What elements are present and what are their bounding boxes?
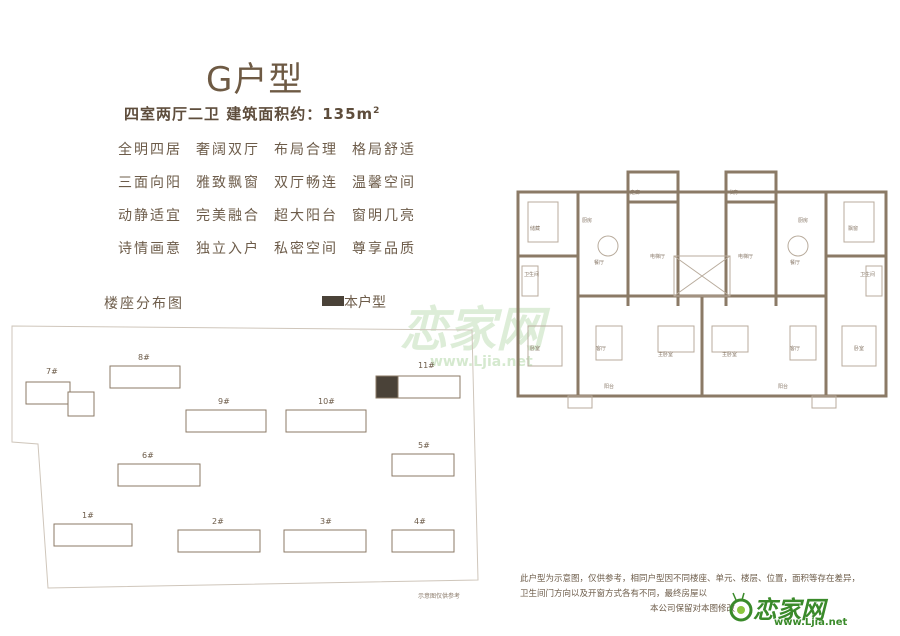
building-9: 9# [185, 397, 267, 433]
feature-item: 私密空间 [274, 241, 338, 257]
feature-item: 全明四居 [118, 142, 182, 158]
building-1-label: 1# [82, 511, 94, 520]
snail-logo-icon [729, 592, 753, 622]
feature-item: 完美融合 [196, 208, 260, 224]
building-1: 1# [53, 511, 133, 547]
feature-row-3: 动静适宜完美融合超大阳台窗明几亮 [118, 205, 430, 225]
room-bedroom2-right: 卧室 [854, 345, 864, 352]
disclaimer-line: 本公司保留对本图修改 [650, 604, 736, 614]
room-elevator-right: 电梯厅 [738, 253, 753, 260]
room-bedroom2-left: 卧室 [530, 345, 540, 352]
feature-item: 雅致飘窗 [196, 175, 260, 191]
subtitle-unit-sup: 2 [373, 106, 381, 116]
building-6: 6# [117, 451, 201, 487]
feature-row-2: 三面向阳雅致飘窗双厅畅连温馨空间 [118, 172, 430, 192]
building-6-label: 6# [142, 451, 154, 460]
legend-swatch [322, 296, 344, 306]
feature-item: 尊享品质 [352, 241, 416, 257]
disclaimer: 此户型为示意图，仅供参考，相同户型因不同楼座、单元、楼层、位置，面积等存在差异，… [520, 572, 886, 617]
room-bath-left: 卫生间 [524, 271, 539, 278]
watermark-url: www.Ljia.net [430, 354, 533, 370]
room-corridor-left: 走廊 [630, 189, 640, 196]
floor-plan: 餐厅 餐厅 电梯厅 电梯厅 客厅 客厅 主卧室 主卧室 卧室 卧室 阳台 阳台 … [516, 170, 888, 409]
building-10: 10# [285, 397, 367, 433]
disclaimer-line: 卫生间门方向以及开窗方式各有不同，最终房屋以 [520, 589, 708, 599]
building-8: 8# [109, 353, 181, 389]
feature-item: 窗明几亮 [352, 208, 416, 224]
room-bedroom-left: 主卧室 [658, 351, 673, 358]
disclaimer-line: 此户型为示意图，仅供参考，相同户型因不同楼座、单元、楼层、位置，面积等存在差异， [520, 574, 861, 584]
building-5: 5# [391, 441, 455, 477]
feature-item: 双厅畅连 [274, 175, 338, 191]
feature-item: 动静适宜 [118, 208, 182, 224]
building-2-label: 2# [212, 517, 224, 526]
room-living-left: 客厅 [596, 345, 606, 352]
brand-url: www.Ljia.net [774, 617, 848, 628]
feature-item: 诗情画意 [118, 241, 182, 257]
plan-title: G户型 [206, 60, 304, 100]
building-9-label: 9# [218, 397, 230, 406]
building-3: 3# [283, 517, 367, 553]
legend-label: 本户型 [344, 295, 386, 311]
brand-logo: 恋家网 [753, 596, 825, 624]
site-note: 示意图仅供参考 [418, 593, 461, 600]
building-4: 4# [391, 517, 455, 553]
building-4-label: 4# [414, 517, 426, 526]
room-kitchen-right: 厨房 [798, 217, 808, 224]
feature-item: 格局舒适 [352, 142, 416, 158]
feature-row-4: 诗情画意独立入户私密空间尊享品质 [118, 238, 430, 258]
room-balcony-right: 阳台 [778, 383, 788, 390]
subtitle-text: 四室两厅二卫 建筑面积约：135m [124, 105, 374, 123]
building-3-label: 3# [320, 517, 332, 526]
room-balcony-left: 阳台 [604, 383, 614, 390]
building-8-label: 8# [138, 353, 150, 362]
building-11: 11# [375, 361, 461, 399]
room-dining-left: 餐厅 [594, 259, 604, 266]
building-5-label: 5# [418, 441, 430, 450]
room-living-right: 客厅 [790, 345, 800, 352]
feature-item: 奢阔双厅 [196, 142, 260, 158]
room-storage-left: 储藏 [530, 225, 540, 232]
room-study-right: 书房 [728, 189, 738, 196]
feature-row-1: 全明四居奢阔双厅布局合理格局舒适 [118, 139, 430, 159]
plan-subtitle: 四室两厅二卫 建筑面积约：135m2 [124, 103, 380, 124]
room-kitchen-left: 厨房 [582, 217, 592, 224]
room-bedroom-right: 主卧室 [722, 351, 737, 358]
room-bay-right: 飘窗 [848, 225, 858, 232]
feature-item: 布局合理 [274, 142, 338, 158]
site-map-label: 楼座分布图 [104, 296, 184, 312]
building-11-label: 11# [418, 361, 435, 370]
building-10-label: 10# [318, 397, 335, 406]
building-7: 7# [25, 367, 95, 417]
building-7-label: 7# [46, 367, 58, 376]
site-plan: 7# 8# 9# 10# 11# 6# 5# 1# 2# 3# 4# [11, 325, 479, 589]
feature-item: 超大阳台 [274, 208, 338, 224]
room-elevator-left: 电梯厅 [650, 253, 665, 260]
room-bath-right: 卫生间 [860, 271, 875, 278]
feature-item: 温馨空间 [352, 175, 416, 191]
building-2: 2# [177, 517, 261, 553]
room-dining-right: 餐厅 [790, 259, 800, 266]
feature-item: 独立入户 [196, 241, 260, 257]
feature-item: 三面向阳 [118, 175, 182, 191]
